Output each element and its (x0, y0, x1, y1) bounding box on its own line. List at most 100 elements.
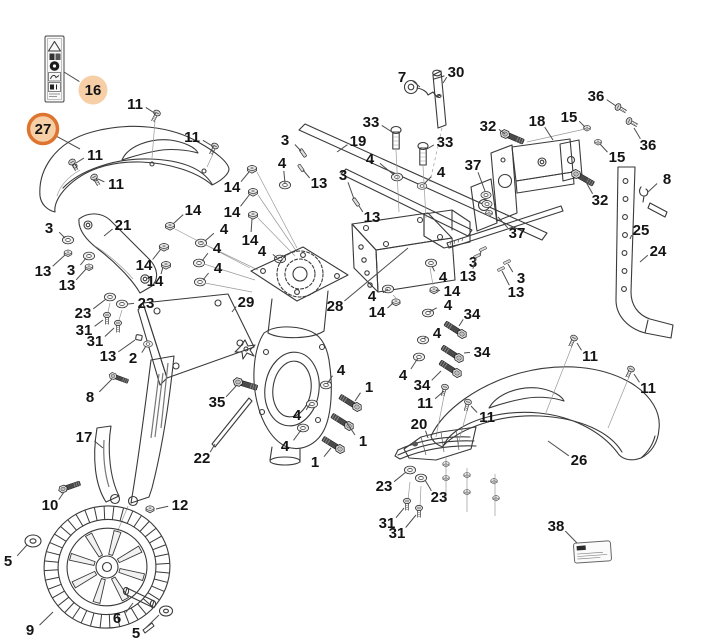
part-callout-5: 5 (4, 553, 12, 570)
leader-line (425, 430, 429, 439)
bracket-20-part (403, 426, 500, 518)
part-callout-14: 14 (444, 283, 461, 300)
tire-tread-tick (72, 606, 81, 619)
bracket-21-part (78, 213, 158, 294)
tire-tread-tick (57, 596, 70, 606)
leader-line (209, 443, 216, 453)
leader-line (344, 247, 409, 302)
part-callout-15: 15 (609, 149, 626, 166)
part-callout-11: 11 (87, 147, 103, 164)
part-callout-4: 4 (368, 288, 377, 305)
leader-line (63, 71, 80, 83)
leader-line (410, 357, 419, 370)
part-callout-1: 1 (359, 433, 367, 450)
part-callout-11: 11 (127, 96, 143, 113)
leader-line (426, 144, 435, 150)
tire-tread-tick (44, 569, 59, 572)
part-callout-14: 14 (224, 204, 241, 221)
part-callout-32: 32 (480, 118, 497, 135)
part-callout-31: 31 (389, 525, 406, 542)
part-callout-23: 23 (431, 489, 448, 506)
part-callout-3: 3 (339, 167, 347, 184)
part-callout-35: 35 (209, 394, 226, 411)
leader-line (94, 440, 104, 449)
leader-line (202, 272, 209, 281)
tire-tread-tick (154, 553, 169, 558)
pin-30-part (429, 69, 447, 183)
part-callout-3: 3 (45, 220, 53, 237)
part-callout-11: 11 (108, 176, 124, 193)
warning-triangle-icon (47, 40, 62, 52)
leader-line (98, 378, 113, 393)
part-callout-4: 4 (433, 325, 442, 342)
tire-tread-tick (155, 562, 170, 565)
part-callout-36: 36 (588, 88, 605, 105)
leader-line (463, 351, 471, 354)
part-callout-26: 26 (571, 452, 588, 469)
leader-line (501, 270, 510, 286)
leader-line (155, 505, 169, 510)
part-callout-27: 27 (35, 121, 52, 138)
part-callout-5: 5 (132, 625, 140, 642)
leader-line (599, 143, 608, 153)
leader-line (382, 288, 389, 294)
tire-tread-tick (54, 533, 67, 542)
leader-line (326, 375, 333, 385)
leader-line (387, 302, 394, 309)
part-callout-34: 34 (464, 306, 481, 323)
part-callout-14: 14 (185, 202, 202, 219)
part-callout-4: 4 (437, 164, 446, 181)
part-callout-4: 4 (214, 260, 223, 277)
part-callout-28: 28 (327, 298, 344, 315)
leader-line (434, 390, 445, 400)
part-callout-31: 31 (87, 333, 104, 350)
leader-line (294, 144, 302, 152)
leader-line (58, 491, 65, 500)
part-callout-38: 38 (548, 518, 565, 535)
part-callout-11: 11 (417, 395, 433, 412)
part-callout-8: 8 (86, 389, 94, 406)
tire-tread-tick (108, 614, 111, 628)
part-callout-10: 10 (42, 497, 59, 514)
rod-37-part (446, 205, 564, 272)
part-callout-23: 23 (138, 295, 155, 312)
leader-line (202, 139, 215, 148)
leader-line (576, 342, 582, 351)
tire-tread-tick (155, 571, 170, 574)
leader-line (423, 336, 427, 340)
tire-tread-tick (48, 583, 62, 590)
tire-tread-tick (151, 585, 165, 592)
leader-line (58, 231, 66, 239)
part-callout-11: 11 (582, 348, 598, 365)
wheel-spoke (118, 568, 146, 582)
part-callout-37: 37 (509, 225, 526, 242)
leader-line (431, 370, 442, 381)
leader-line (458, 319, 464, 327)
leader-line (395, 507, 405, 519)
part-callout-21: 21 (115, 217, 132, 234)
wheel-spoke (110, 576, 130, 602)
part-callout-11: 11 (479, 409, 495, 426)
leader-line (470, 405, 478, 413)
wheel-fork-part (94, 355, 175, 546)
leader-line (283, 170, 286, 184)
leader-line (240, 171, 250, 183)
wheel-spoke (92, 578, 106, 604)
leader-line (240, 193, 251, 207)
tire-tread-tick (75, 514, 84, 527)
tire-tread-tick (116, 613, 121, 627)
tire-tread-tick (126, 511, 134, 524)
tire-tread-tick (46, 551, 60, 556)
part-callout-4: 4 (366, 151, 375, 168)
leader-line (225, 384, 238, 398)
leader-line (92, 298, 107, 310)
part-callout-20: 20 (411, 416, 428, 433)
part-callout-3: 3 (517, 270, 525, 287)
leader-line (629, 234, 633, 240)
part-callout-18: 18 (529, 113, 546, 130)
leader-line (647, 183, 658, 193)
leader-line (75, 157, 85, 164)
leader-line (633, 127, 641, 140)
part-callout-4: 4 (444, 297, 453, 314)
